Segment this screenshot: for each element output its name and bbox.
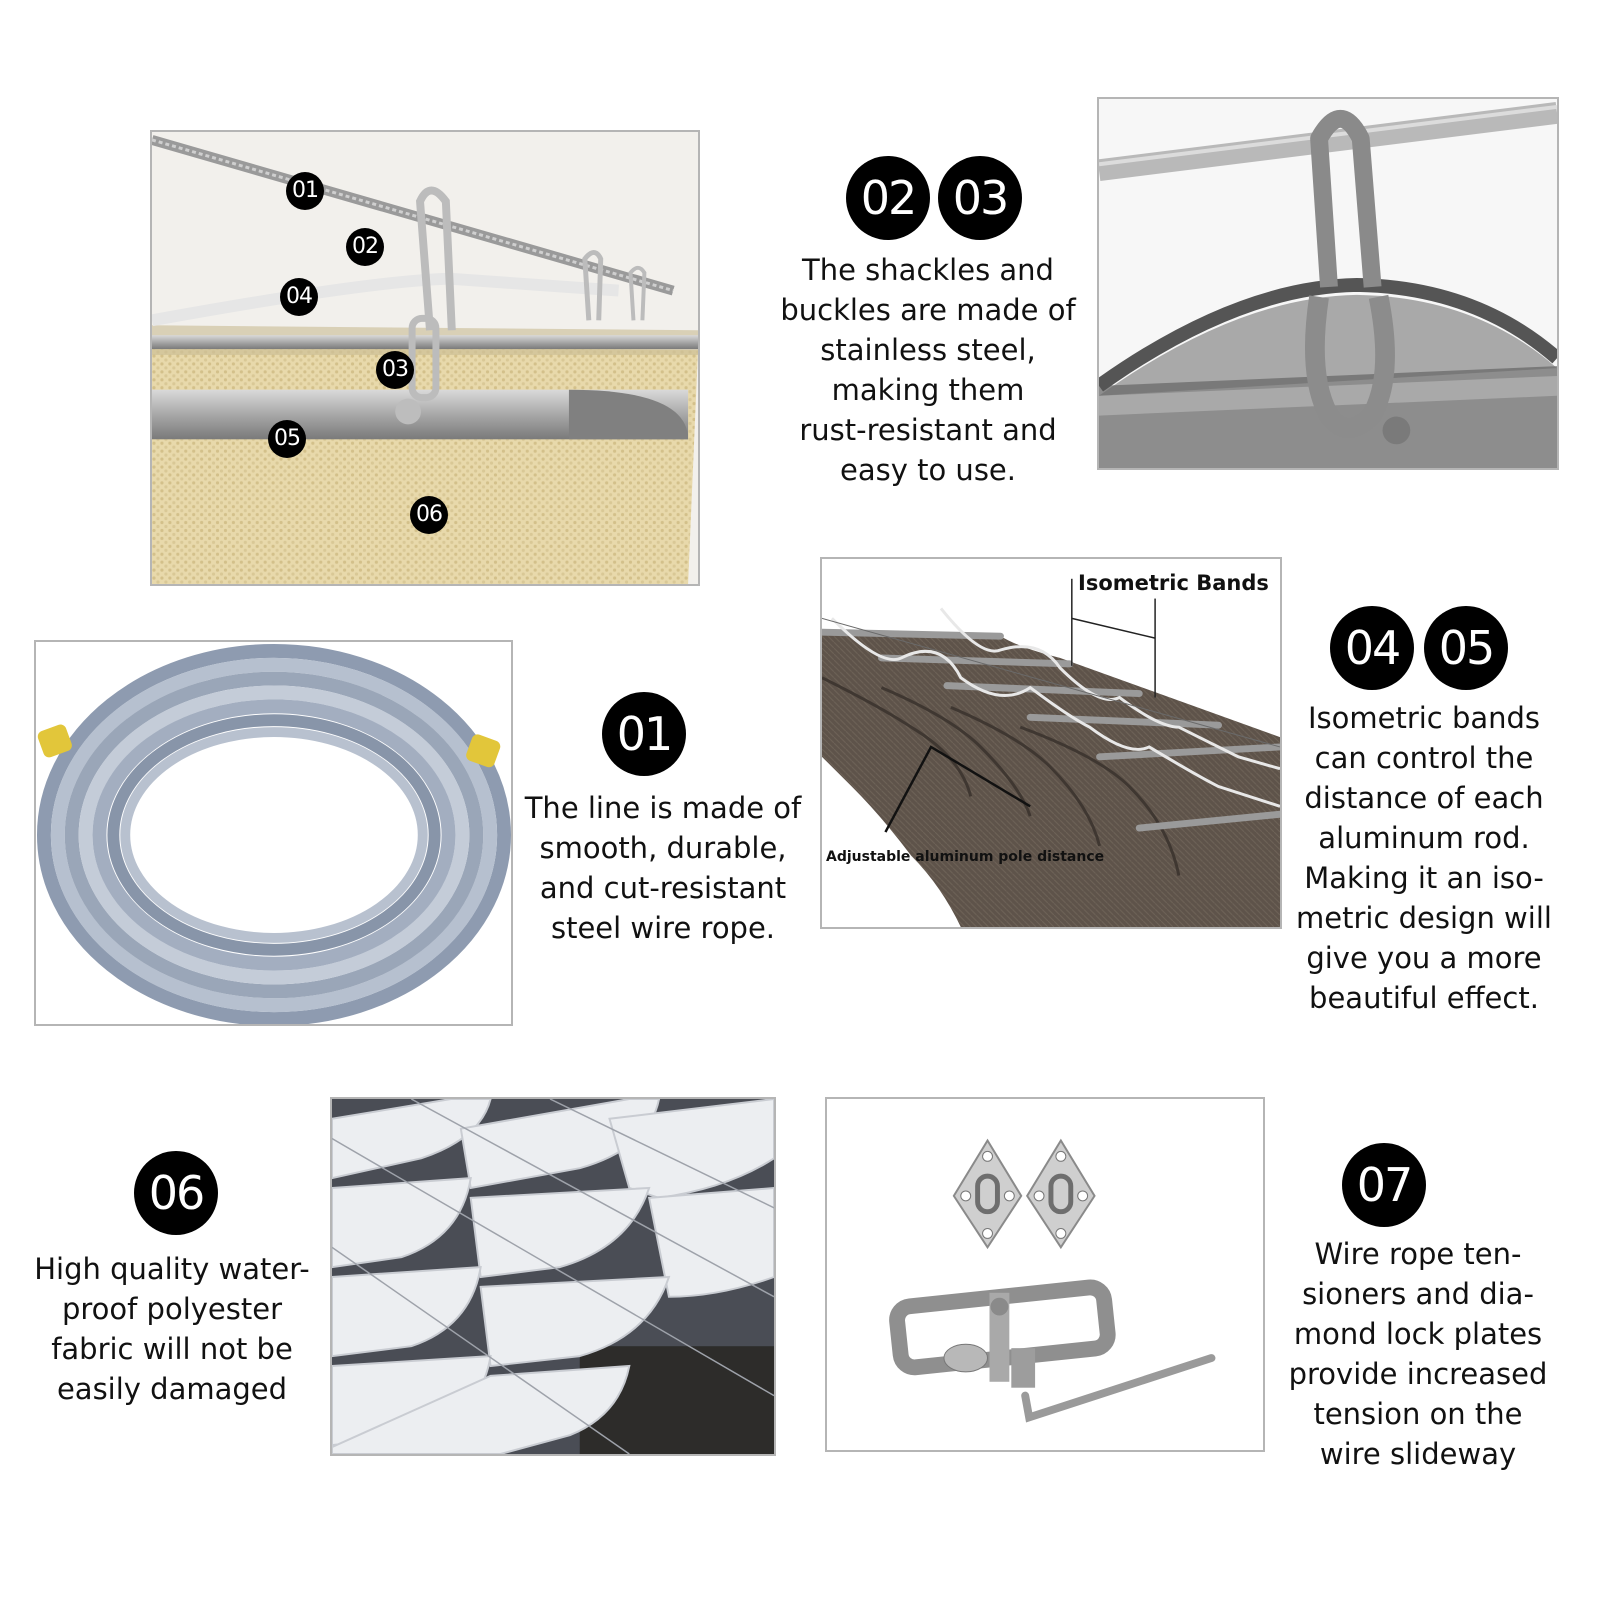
shackles-description: The shackles and buckles are made of sta… [780, 253, 1076, 487]
diagram-label-02: 02 [346, 228, 384, 266]
tensioner-description: Wire rope ten- sioners and dia- mond loc… [1288, 1237, 1548, 1471]
shackle-closeup-photo [1097, 97, 1559, 470]
wire-rope-coil-photo [34, 640, 513, 1026]
badge-06: 06 [134, 1151, 218, 1235]
badge-07: 07 [1342, 1143, 1426, 1227]
badge-01: 01 [602, 692, 686, 776]
isometric-bands-description: Isometric bands can control the distance… [1296, 701, 1552, 1015]
diagram-label-01: 01 [286, 172, 324, 210]
isometric-bands-label: Isometric Bands [1078, 571, 1269, 595]
diagram-label-04: 04 [280, 278, 318, 316]
isometric-bands-diagram: Isometric Bands Adjustable aluminum pole… [820, 557, 1282, 929]
pole-distance-label: Adjustable aluminum pole distance [826, 849, 1105, 865]
wire-rope-description: The line is made of smooth, durable, and… [524, 791, 802, 945]
badge-03: 03 [938, 156, 1022, 240]
diagram-label-06: 06 [410, 496, 448, 534]
diagram-label-05: 05 [268, 420, 306, 458]
badge-04: 04 [1330, 606, 1414, 690]
diamond-lock-plate-icon [952, 1138, 1023, 1250]
diagram-label-03: 03 [376, 351, 414, 389]
tensioner-hardware-photo [825, 1097, 1265, 1452]
fabric-description: High quality water- proof polyester fabr… [34, 1252, 310, 1406]
component-diagram-photo: 01 02 04 03 05 06 [150, 130, 700, 586]
badge-02: 02 [846, 156, 930, 240]
fabric-canopy-photo [330, 1097, 776, 1456]
badge-05: 05 [1424, 606, 1508, 690]
